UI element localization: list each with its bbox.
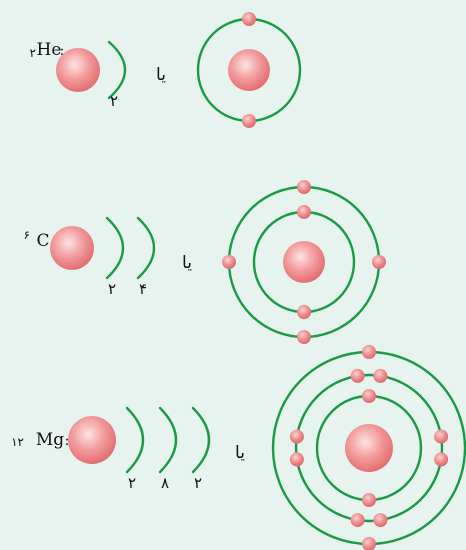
bohr-model-c [222, 180, 386, 344]
electron [351, 369, 365, 383]
shell-arc [109, 42, 125, 98]
electron [362, 389, 376, 403]
shell-arc [127, 408, 143, 472]
electron [290, 430, 304, 444]
shell-arc [160, 408, 176, 472]
shell-arc [107, 218, 123, 278]
nucleus [345, 424, 393, 472]
electron [351, 513, 365, 527]
element-symbol: Mg [36, 430, 64, 450]
electron [297, 180, 311, 194]
electron [242, 114, 256, 128]
nucleus [228, 49, 270, 91]
shell-arc [138, 218, 154, 278]
electron [362, 537, 376, 550]
shell-electron-count: ۲ [108, 280, 116, 298]
nucleus [283, 241, 325, 283]
atomic-number-subscript: ۱۲ [11, 435, 24, 449]
shell-electron-count: ۴ [139, 280, 147, 298]
atomic-number-subscript: ۲ [30, 46, 36, 60]
electron [222, 255, 236, 269]
nucleus-symbol [68, 416, 116, 464]
bohr-model-he [198, 12, 300, 128]
nucleus-symbol [56, 48, 100, 92]
electron [434, 430, 448, 444]
electron [362, 493, 376, 507]
electron [242, 12, 256, 26]
electron [373, 369, 387, 383]
electron [373, 513, 387, 527]
or-label: یا [235, 443, 245, 463]
electron [362, 345, 376, 359]
electron [290, 452, 304, 466]
shell-electron-count: ۸ [161, 474, 169, 492]
shell-electron-count: ۲ [110, 92, 118, 110]
nucleus-symbol [50, 226, 94, 270]
electron [297, 330, 311, 344]
shell-electron-count: ۲ [194, 474, 202, 492]
electron [297, 305, 311, 319]
shell-arc [193, 408, 209, 472]
element-symbol: He [37, 40, 62, 60]
shell-electron-count: ۲ [128, 474, 136, 492]
electron [372, 255, 386, 269]
or-label: یا [182, 253, 192, 273]
element-symbol: C [36, 231, 49, 251]
electron [434, 452, 448, 466]
or-label: یا [156, 65, 166, 85]
atomic-number-subscript: ۶ [24, 228, 30, 242]
electron [297, 205, 311, 219]
bohr-model-mg [273, 345, 465, 550]
